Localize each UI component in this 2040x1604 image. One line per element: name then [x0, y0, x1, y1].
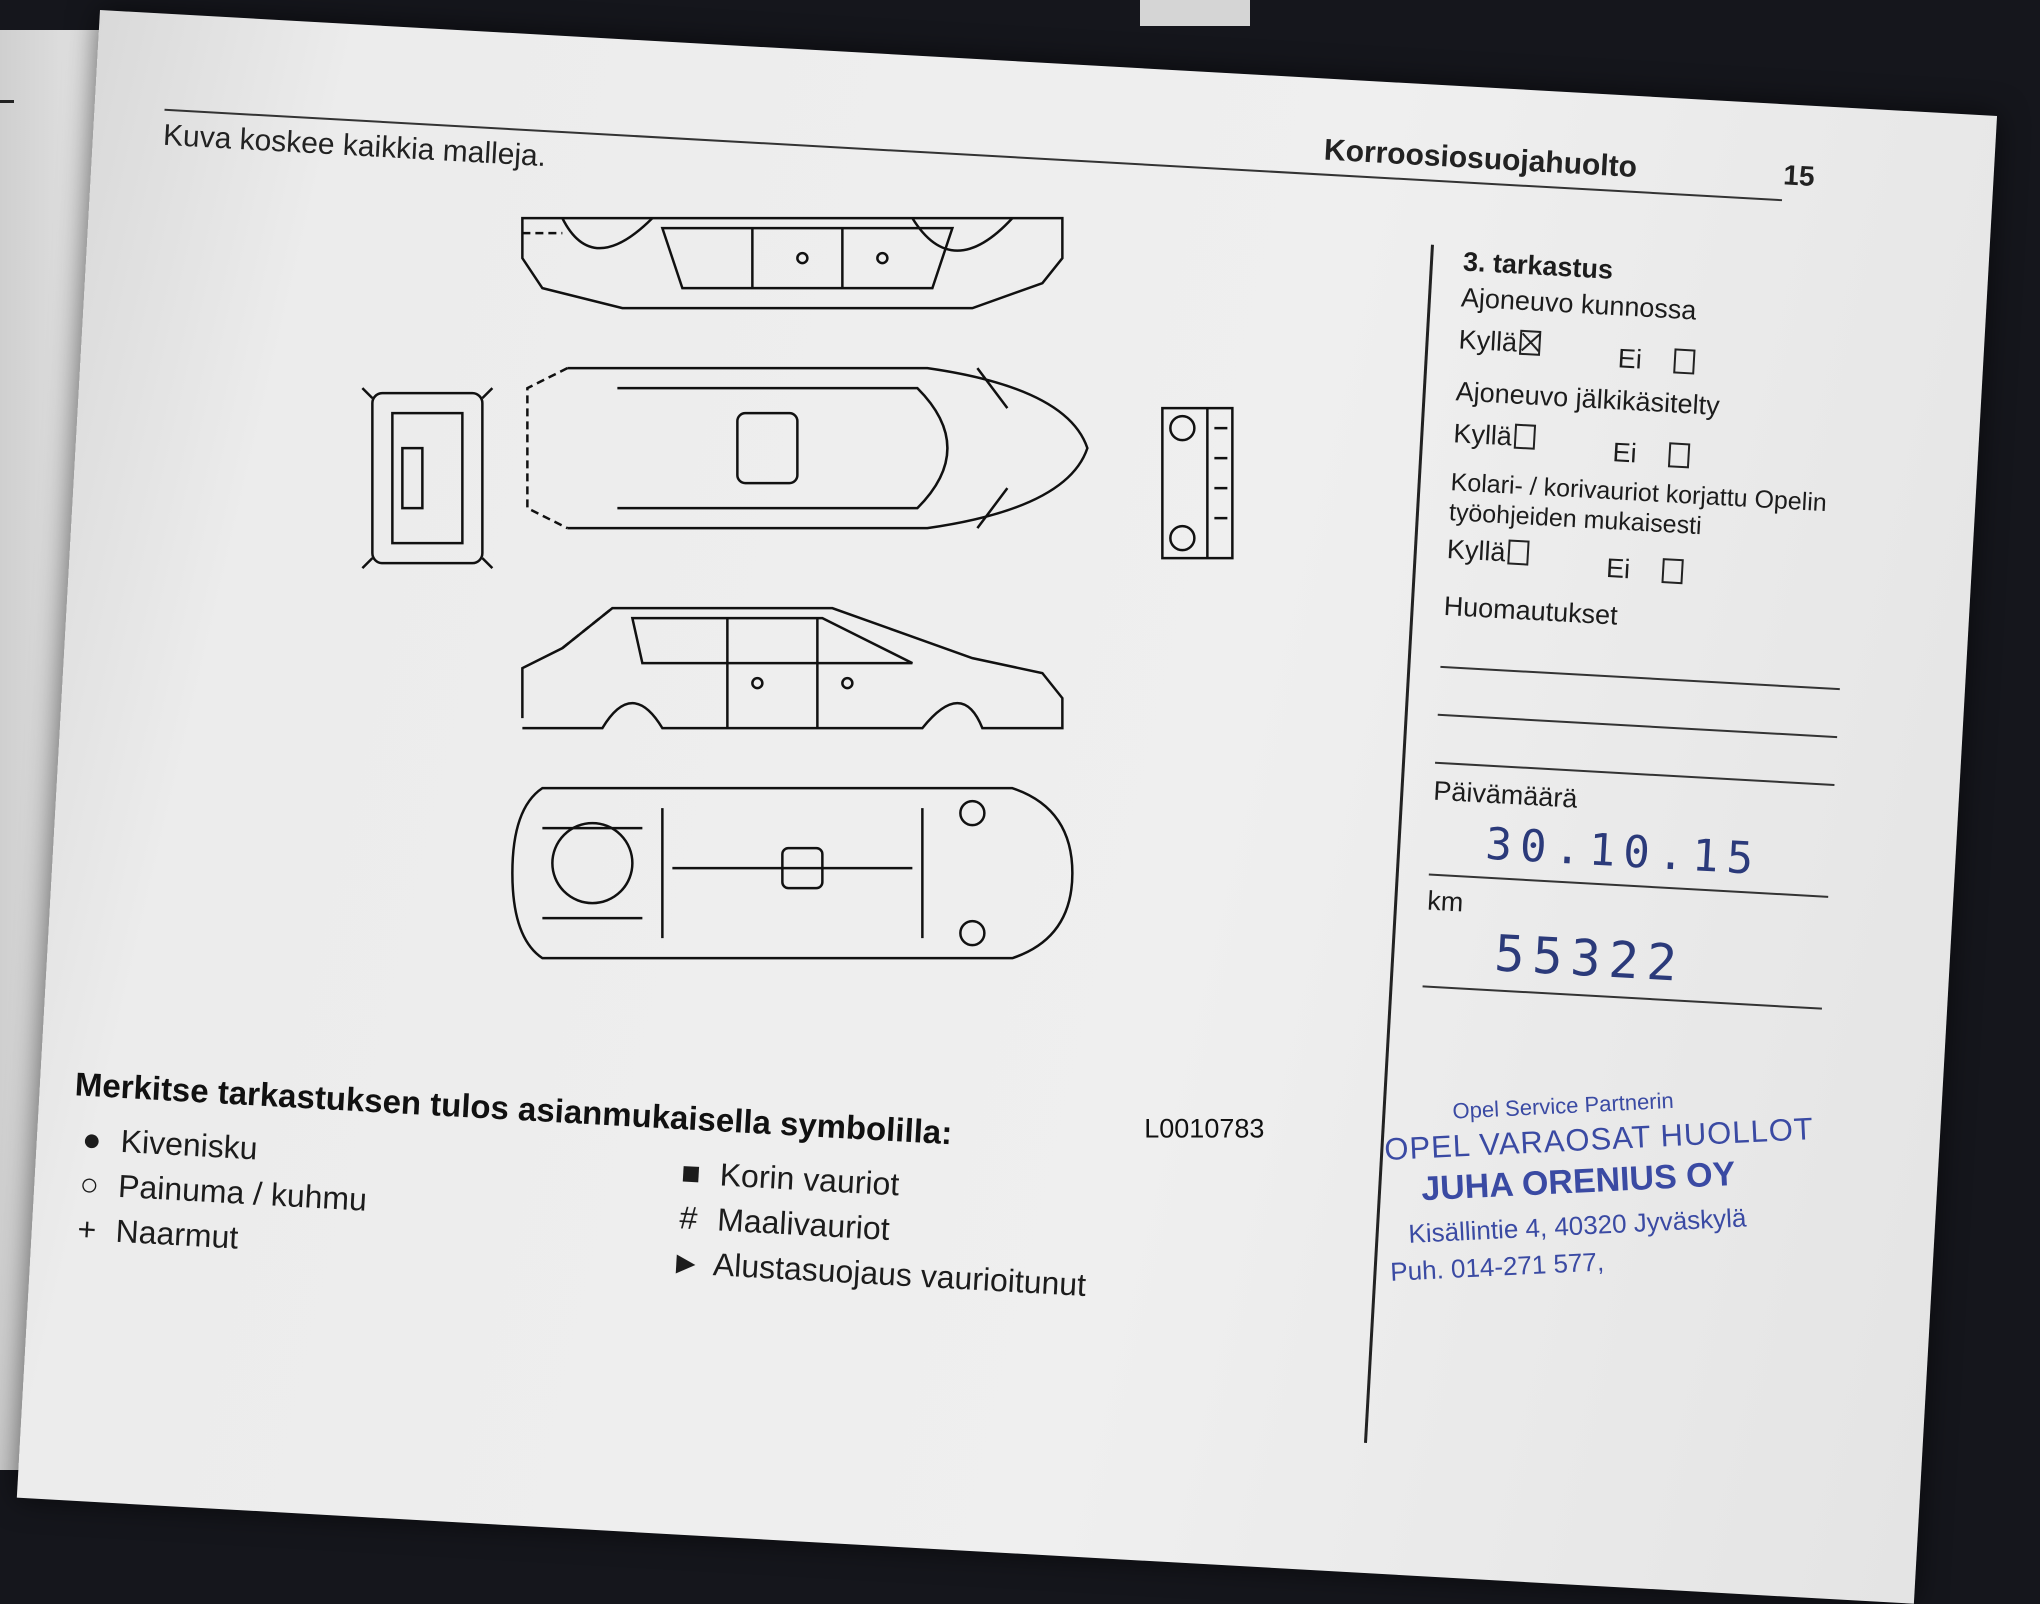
checkbox-yes-vehicle-ok[interactable] — [1518, 329, 1541, 356]
legend-label: Kivenisku — [119, 1122, 259, 1167]
checkbox-yes-aftertreated[interactable] — [1513, 423, 1536, 450]
km-label: km — [1426, 885, 1465, 918]
legend-item-body-damage: ■ Korin vauriot — [670, 1154, 900, 1204]
legend-item-scratches: + Naarmut — [66, 1210, 240, 1257]
car-front-view — [1161, 406, 1234, 560]
yes-label: Kyllä — [1446, 534, 1507, 568]
remarks-line-2[interactable] — [1437, 713, 1838, 739]
manual-page: Kuva koskee kaikkia malleja. Korroosiosu… — [16, 10, 1998, 1604]
plus-icon: + — [76, 1210, 98, 1248]
no-label: Ei — [1611, 437, 1638, 469]
inspection-title: 3. tarkastus — [1462, 246, 1614, 285]
yes-label: Kyllä — [1452, 418, 1513, 452]
answer-no-2: Ei — [1612, 437, 1691, 472]
background-paper-top — [1140, 0, 1250, 26]
legend-label: Korin vauriot — [718, 1156, 901, 1203]
km-value[interactable]: 55322 — [1492, 924, 1687, 993]
yes-label: Kyllä — [1457, 324, 1519, 358]
edge-mark — [0, 100, 14, 103]
date-value[interactable]: 30.10.15 — [1484, 818, 1763, 886]
filled-circle-icon: ● — [81, 1120, 103, 1158]
stamp-address: Kisällintie 4, 40320 Jyväskylä — [1407, 1202, 1748, 1249]
answer-yes-3: Kyllä — [1446, 534, 1530, 570]
car-side-view — [521, 606, 1064, 730]
checkbox-no-aftertreated[interactable] — [1667, 442, 1691, 469]
hash-icon: # — [678, 1199, 699, 1237]
answer-no-3: Ei — [1605, 553, 1684, 588]
legend-item-dent: ○ Painuma / kuhmu — [68, 1165, 368, 1219]
open-circle-icon: ○ — [78, 1165, 101, 1203]
checkbox-yes-collision-repair[interactable] — [1506, 539, 1530, 566]
legend-item-underbody-damage: ► Alustasuojaus vaurioitunut — [665, 1244, 1087, 1304]
no-label: Ei — [1617, 343, 1643, 375]
checkbox-no-collision-repair[interactable] — [1661, 558, 1684, 585]
car-diagram — [152, 148, 1452, 1128]
legend-label: Alustasuojaus vaurioitunut — [712, 1246, 1088, 1304]
question-vehicle-ok: Ajoneuvo kunnossa — [1460, 282, 1698, 326]
answer-no-1: Ei — [1617, 343, 1696, 378]
car-side-view-inverted — [521, 216, 1064, 310]
figure-code: L0010783 — [1144, 1113, 1265, 1144]
car-rear-view — [361, 387, 494, 570]
page-number: 15 — [1782, 159, 1816, 192]
question-aftertreated: Ajoneuvo jälkikäsitelty — [1454, 376, 1721, 422]
legend-label: Maalivauriot — [716, 1201, 891, 1247]
triangle-right-icon: ► — [669, 1243, 703, 1282]
legend-item-paint-damage: # Maalivauriot — [667, 1199, 891, 1248]
filled-square-icon: ■ — [680, 1154, 702, 1192]
no-label: Ei — [1605, 552, 1632, 585]
car-top-view — [526, 366, 1089, 530]
stamp-phone: Puh. 014-271 577, — [1389, 1246, 1605, 1287]
remarks-label: Huomautukset — [1442, 590, 1619, 631]
inspection-form: 3. tarkastus Ajoneuvo kunnossa Kyllä Ei … — [1422, 247, 1883, 1010]
checkbox-no-vehicle-ok[interactable] — [1673, 348, 1696, 375]
answer-yes-2: Kyllä — [1453, 418, 1536, 454]
answer-yes-1: Kyllä — [1458, 324, 1541, 360]
remarks-line-1[interactable] — [1440, 665, 1840, 691]
legend-label: Painuma / kuhmu — [117, 1167, 368, 1218]
date-label: Päivämäärä — [1432, 775, 1579, 814]
legend-label: Naarmut — [114, 1212, 240, 1256]
car-underbody-view — [511, 786, 1074, 960]
